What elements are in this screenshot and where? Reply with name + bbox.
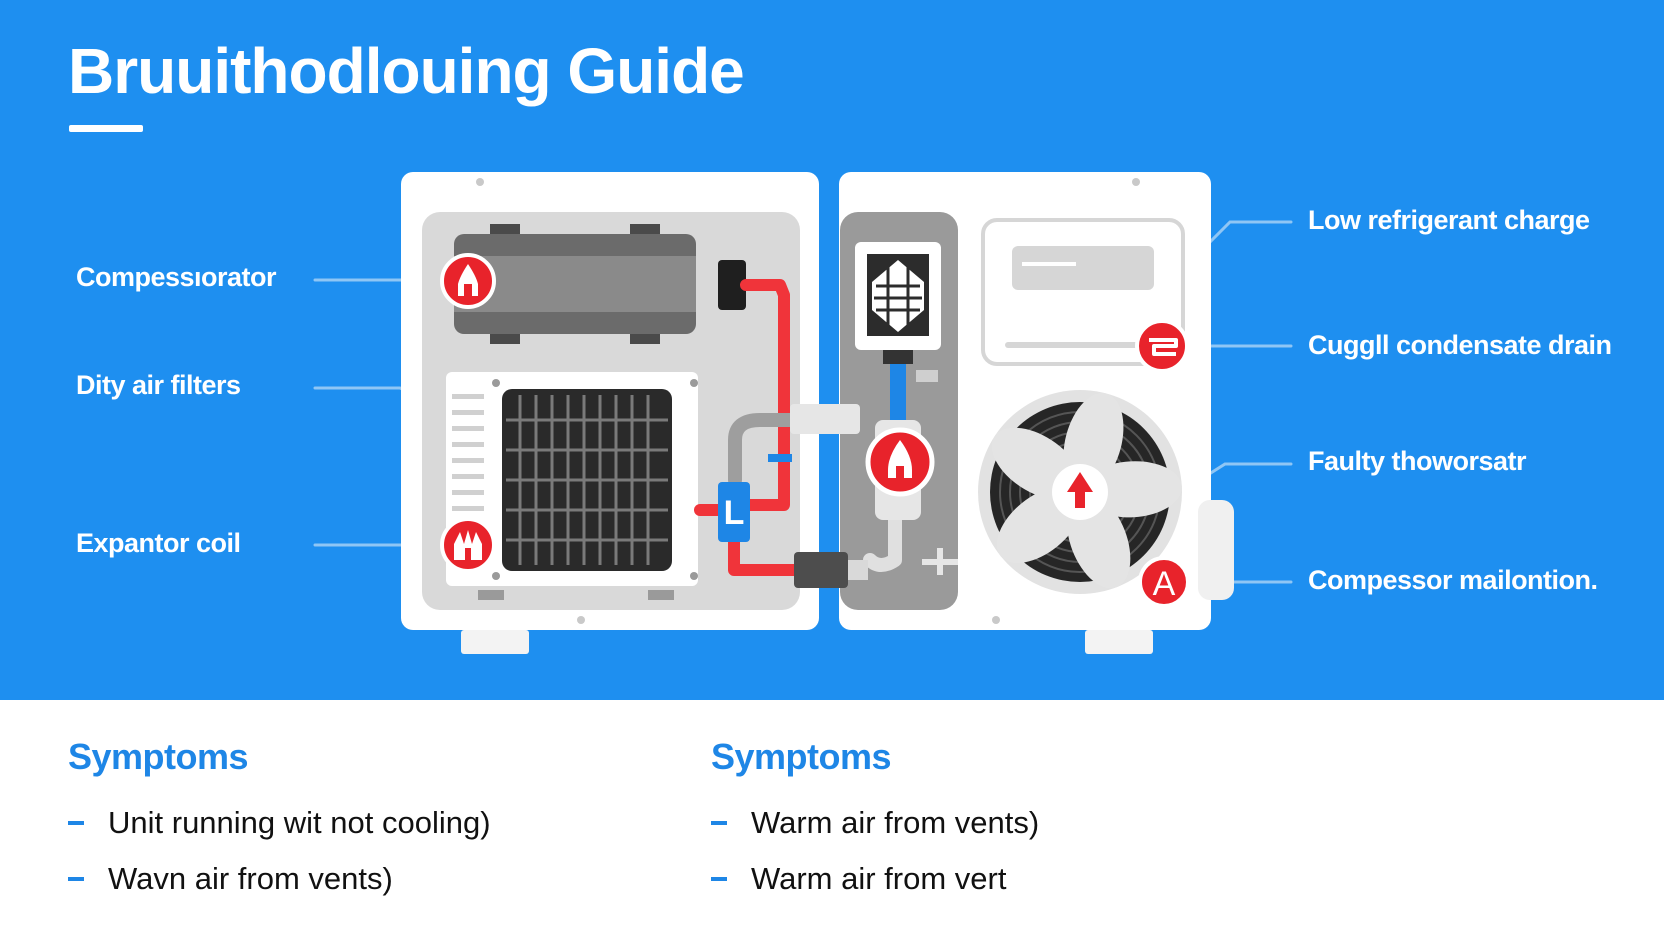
- vent-slot: [1012, 246, 1154, 290]
- flame-icon: [458, 264, 478, 296]
- dash-icon: [711, 877, 727, 881]
- flame-icon: [454, 530, 482, 560]
- screw: [492, 572, 500, 580]
- vent-slot-line: [1022, 262, 1076, 266]
- unit-foot-left: [461, 630, 529, 654]
- alert-marker-compressor: [440, 253, 496, 309]
- vent-drain-line: [1005, 342, 1155, 348]
- flame-icon: [888, 440, 912, 478]
- page-title: Bruuithodlouing Guide: [68, 35, 745, 107]
- callout-air-filters: Dity air filters: [76, 370, 241, 400]
- dash-icon: [68, 877, 84, 881]
- alert-marker-malfunction: A: [1138, 556, 1190, 608]
- plus-fitting: [922, 548, 958, 575]
- coil-foot: [648, 590, 674, 600]
- screw: [992, 616, 1000, 624]
- side-bump: [1198, 500, 1234, 600]
- list-item: Warm air from vents): [711, 795, 1039, 851]
- blue-tube: [890, 364, 906, 420]
- service-valve: [794, 552, 848, 588]
- compressor-bracket: [490, 224, 520, 234]
- callout-low-refrigerant: Low refrigerant charge: [1308, 205, 1590, 235]
- valve-fitting: [848, 560, 868, 580]
- control-connector: [883, 350, 913, 364]
- dash-icon: [68, 821, 84, 825]
- symptoms-heading-left: Symptoms: [68, 736, 249, 777]
- control-tab: [916, 370, 938, 382]
- pipe-red-bottom: [728, 534, 806, 576]
- control-hex: [872, 260, 924, 332]
- dash-icon: [711, 821, 727, 825]
- list-item: Warm air from vert: [711, 851, 1039, 907]
- screw: [690, 572, 698, 580]
- coil-slats: [452, 394, 484, 511]
- alert-marker-valve: [865, 427, 935, 497]
- screw: [690, 379, 698, 387]
- pipe-gray-left: [728, 413, 797, 487]
- hero-panel: Bruuithodlouing Guide: [0, 0, 1664, 700]
- screw: [1132, 178, 1140, 186]
- compressor-bracket: [630, 334, 660, 344]
- pipe-band: [768, 454, 792, 462]
- title-underline: [69, 125, 143, 132]
- marker-l: L: [724, 494, 745, 532]
- drain-icon: [1149, 338, 1178, 356]
- symptoms-heading-right: Symptoms: [711, 736, 892, 777]
- callout-condensate-drain: Cuggll condensate drain: [1308, 330, 1612, 360]
- coil-foot: [478, 590, 504, 600]
- screw: [492, 379, 500, 387]
- screw: [476, 178, 484, 186]
- callout-expansion-coil: Expantor coil: [76, 528, 241, 558]
- pipe-red-top: [740, 279, 790, 511]
- callout-faulty-thermostat: Faulty thoworsatr: [1308, 446, 1527, 476]
- marker-a: A: [1153, 565, 1176, 603]
- compressor-cap: [718, 260, 746, 310]
- alert-marker-coil: [440, 517, 496, 573]
- control-hex-lines: [874, 264, 922, 328]
- screw: [577, 616, 585, 624]
- alert-marker-drain: [1135, 319, 1189, 373]
- ac-unit-diagram: L: [401, 172, 1234, 654]
- fan-arrow-icon: [1067, 472, 1093, 508]
- pipe-joint: [790, 404, 860, 434]
- callout-compressor: Compessıorator: [76, 262, 277, 292]
- list-item: Wavn air from vents): [68, 851, 491, 907]
- unit-foot-right: [1085, 630, 1153, 654]
- pipe-white-right: [863, 513, 902, 572]
- compressor-bracket: [490, 334, 520, 344]
- list-item: Unit running wit not cooling): [68, 795, 491, 851]
- symptoms-list-right: Warm air from vents) Warm air from vert: [711, 795, 1039, 907]
- compressor-bracket: [630, 224, 660, 234]
- coil-grille-bars: [506, 395, 668, 565]
- symptoms-list-left: Unit running wit not cooling) Wavn air f…: [68, 795, 491, 907]
- filter-drier: [718, 482, 750, 542]
- callout-compressor-malfunction: Compessor mailontion.: [1308, 565, 1598, 595]
